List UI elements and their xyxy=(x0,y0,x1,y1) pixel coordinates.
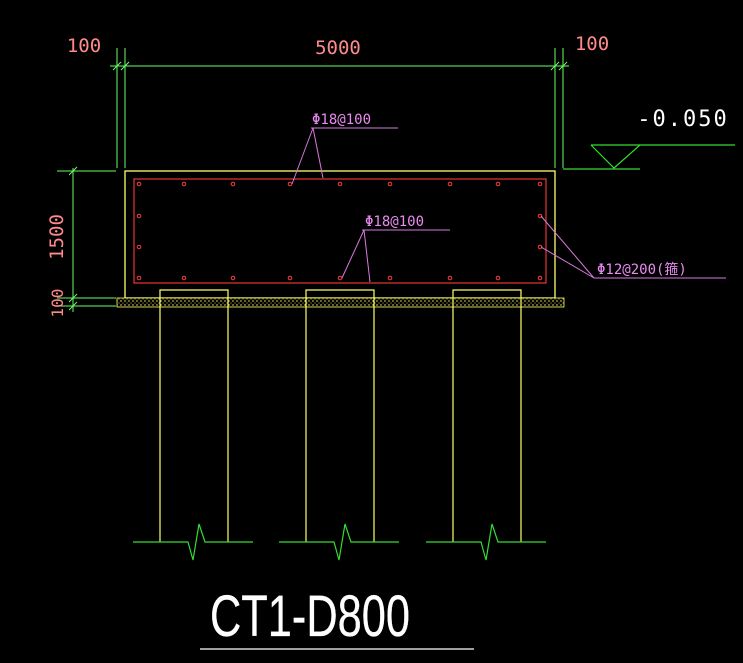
rebar-leaders xyxy=(291,127,726,283)
elevation-marker xyxy=(563,144,735,170)
top-bar-label: Φ18@100 xyxy=(312,112,371,128)
rebar-dots xyxy=(136,181,543,281)
dim-right-edge: 100 xyxy=(575,33,609,55)
piles xyxy=(159,289,522,542)
dim-top-span: 5000 xyxy=(315,37,361,59)
top-dimension xyxy=(110,48,569,168)
rebar-cage xyxy=(133,178,547,284)
elevation-label: -0.050 xyxy=(637,107,728,132)
dim-cushion: 100 xyxy=(48,289,67,318)
dim-cap-height: 1500 xyxy=(46,214,68,260)
pile-1 xyxy=(159,289,229,307)
bottom-bar-label: Φ18@100 xyxy=(365,214,424,230)
side-bar-label: Φ12@200(箍) xyxy=(597,261,687,278)
drawing-title: CT1-D800 xyxy=(210,584,410,649)
pile-3 xyxy=(452,289,522,307)
pile-cap-outline xyxy=(124,170,556,299)
left-dimension xyxy=(57,166,116,312)
pile-break-lines xyxy=(133,523,546,561)
cushion-layer xyxy=(116,297,565,308)
dim-left-edge: 100 xyxy=(67,35,101,57)
pile-2 xyxy=(305,289,375,307)
